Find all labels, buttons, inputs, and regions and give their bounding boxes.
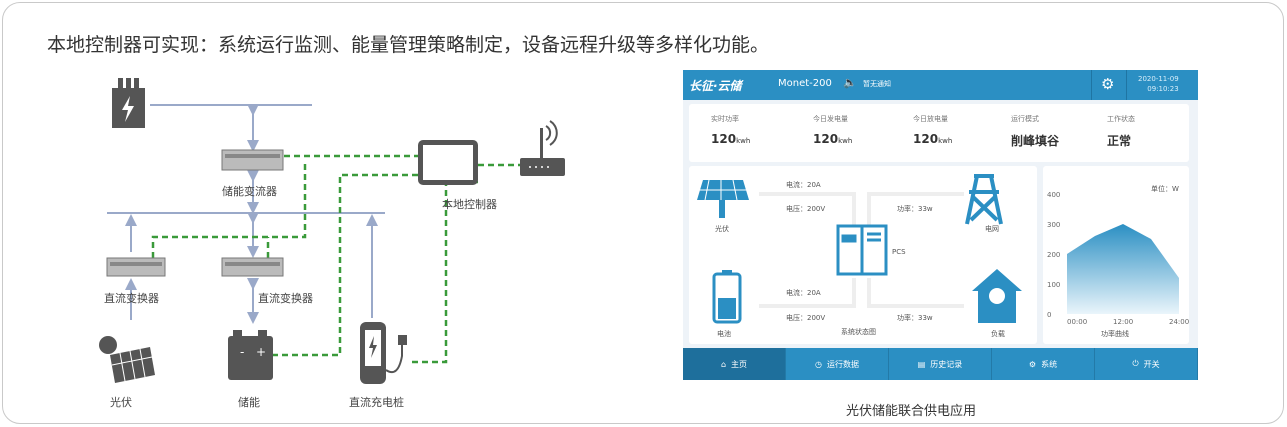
storage-label: 储能 <box>238 396 260 409</box>
svg-text:+: + <box>256 345 266 359</box>
y-tick-label: 300 <box>1047 221 1060 229</box>
dc-converter-icon <box>106 257 166 277</box>
document-icon: ▤ <box>917 359 926 369</box>
nav-system[interactable]: ⚙系统 <box>992 348 1095 380</box>
dc-converter-icon <box>221 257 284 277</box>
pcs-label: 储能变流器 <box>222 185 277 198</box>
gear-icon: ⚙ <box>1028 359 1037 369</box>
stat-run-mode: 运行模式削峰填谷 <box>1011 115 1060 148</box>
dc-converter-label: 直流变换器 <box>258 292 313 305</box>
device-name: Monet-200 <box>778 78 832 89</box>
controller-label: 本地控制器 <box>442 198 497 211</box>
solar-panel-icon <box>697 179 749 218</box>
y-tick-label: 200 <box>1047 251 1060 259</box>
charger-icon <box>360 322 407 384</box>
controller-tablet-icon <box>418 140 478 185</box>
battery-level-icon <box>712 270 742 324</box>
x-tick-label: 12:00 <box>1113 318 1133 326</box>
stat-work-status: 工作状态正常 <box>1107 115 1135 148</box>
y-tick-label: 0 <box>1047 311 1051 319</box>
pv-label: 光伏 <box>110 396 132 409</box>
figure-caption: 光伏储能联合供电应用 <box>846 404 977 419</box>
system-status-card: 光伏 电网 电池 负载 PCS 电流：20A 电压：200V 功率：33w 电流… <box>689 166 1037 344</box>
clock-icon: ◷ <box>815 359 822 369</box>
power-area <box>1067 224 1179 314</box>
battery-icon: -+ <box>228 330 273 380</box>
house-load-icon <box>972 269 1022 323</box>
notification-text[interactable]: 暂无通知 <box>863 80 891 88</box>
chart-unit: 单位：W <box>1151 185 1179 193</box>
home-icon: ⌂ <box>720 359 727 369</box>
page-title: 本地控制器可实现：系统运行监测、能量管理策略制定，设备远程升级等多样化功能。 <box>47 34 770 56</box>
comm-lines <box>151 154 520 364</box>
power-curve-card: 单位：W 400 300 200 100 0 00:00 12:00 24:00 功率曲线 <box>1043 166 1189 344</box>
bottom-nav: ⌂主页 ◷运行数据 ▤历史记录 ⚙系统 ⏻开关 <box>683 348 1198 380</box>
chart-caption: 功率曲线 <box>1101 330 1129 338</box>
speaker-icon[interactable]: 🔈 <box>843 76 857 89</box>
settings-gear-icon[interactable]: ⚙ <box>1101 75 1115 93</box>
y-tick-label: 400 <box>1047 191 1060 199</box>
dc-converter-label: 直流变换器 <box>104 292 159 305</box>
pcs-cabinet-icon <box>836 224 888 276</box>
nav-power[interactable]: ⏻开关 <box>1095 348 1198 380</box>
grid-tower-icon <box>965 174 1003 225</box>
transformer-icon <box>112 78 145 128</box>
y-tick-label: 100 <box>1047 281 1060 289</box>
x-tick-label: 24:00 <box>1169 318 1189 326</box>
solar-panel-icon <box>99 336 155 383</box>
nav-run-data[interactable]: ◷运行数据 <box>786 348 889 380</box>
nav-home[interactable]: ⌂主页 <box>683 348 786 380</box>
app-logo: 长征·云储 <box>689 79 742 93</box>
power-curve-chart: 400 300 200 100 0 00:00 12:00 24:00 <box>1047 191 1189 326</box>
power-icon: ⏻ <box>1132 359 1139 368</box>
router-icon <box>520 120 565 176</box>
system-diagram: -+ <box>99 78 565 384</box>
nav-history[interactable]: ▤历史记录 <box>889 348 992 380</box>
x-tick-label: 00:00 <box>1067 318 1087 326</box>
svg-text:-: - <box>240 345 244 359</box>
pcs-device-icon <box>221 149 284 171</box>
charger-label: 直流充电桩 <box>349 396 404 409</box>
